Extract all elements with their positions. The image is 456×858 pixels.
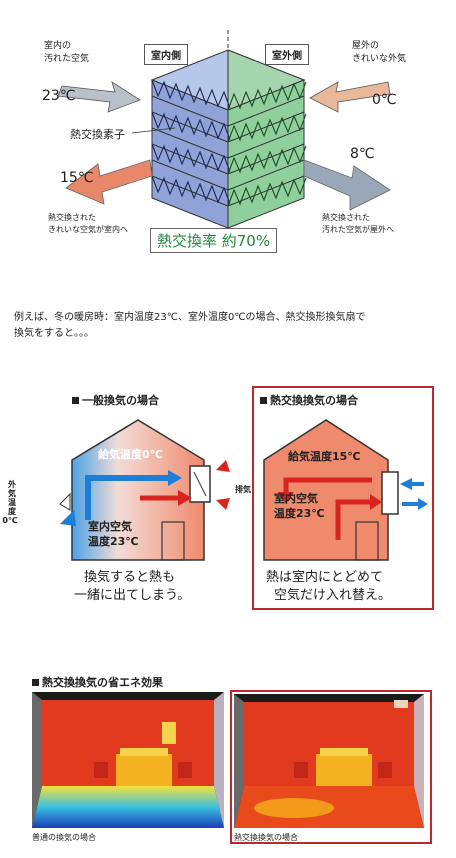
outside-temp-char-1: 外 xyxy=(8,480,16,489)
outside-temp-char-2: 気 xyxy=(8,489,16,498)
general-house: 給気温度0℃ 室内空気 温度23℃ 排気 xyxy=(30,410,251,610)
outside-temp-vertical: 外 気 温 度 0℃ xyxy=(2,480,18,525)
explanation-line1: 例えば、冬の暖房時：室内温度23℃、室外温度0℃の場合、熱交換形換気扇で xyxy=(14,312,366,323)
arrow-outdoor-in xyxy=(309,81,391,113)
outdoor-clean-air-line2: きれいな外気 xyxy=(352,54,407,64)
arrow-dirty-to-outside xyxy=(303,159,391,211)
dirty-air-out-line2: 汚れた空気が屋外へ xyxy=(322,225,394,234)
exchange-caption-line2: 空気だけ入れ替え。 xyxy=(274,588,392,603)
exchange-caption: 熱交換換気の場合 xyxy=(234,833,298,842)
thermal-image-exchange-frame xyxy=(230,690,432,844)
exchange-room-line2: 温度23℃ xyxy=(274,507,325,520)
general-title: 一般換気の場合 xyxy=(72,392,159,408)
general-exhaust-label: 排気 xyxy=(235,485,251,494)
outdoor-clean-air-line1: 屋外の xyxy=(352,41,380,51)
exchange-caption-line1: 熱は室内にとどめて xyxy=(266,570,384,585)
exchange-title: 熱交換換気の場合 xyxy=(260,392,358,408)
exchange-panel xyxy=(252,386,434,610)
temp-0-label: 0℃ xyxy=(372,92,397,108)
exchange-supply-temp: 給気温度15℃ xyxy=(288,450,361,463)
indoor-dirty-air-line1: 室内の xyxy=(44,41,72,51)
general-caption-line1: 換気すると熱も xyxy=(84,570,176,585)
arrow-indoor-in xyxy=(57,81,141,113)
temp-15-label: 15℃ xyxy=(60,170,94,186)
temp-8-label: 8℃ xyxy=(350,146,375,162)
effect-title: 熱交換換気の省エネ効果 xyxy=(32,674,163,690)
explanation-line2: 換気をすると。。。 xyxy=(14,328,94,339)
efficiency-badge: 熱交換率 約70% xyxy=(150,228,278,253)
arrow-clean-to-room xyxy=(65,159,153,205)
general-room-line2: 温度23℃ xyxy=(88,535,139,548)
outside-temp-value: 0℃ xyxy=(2,516,18,525)
clean-air-in-line1: 熱交換された xyxy=(48,213,96,222)
outside-temp-char-4: 度 xyxy=(8,507,16,516)
general-room-line1: 室内空気 xyxy=(88,520,132,533)
temp-23-label: 23℃ xyxy=(42,88,76,104)
general-supply-temp: 給気温度0℃ xyxy=(98,448,163,461)
general-caption-line2: 一緒に出てしまう。 xyxy=(74,588,191,603)
exchange-room-line1: 室内空気 xyxy=(274,492,318,505)
indoor-dirty-air-line2: 汚れた空気 xyxy=(44,54,90,64)
outdoor-side-label: 室外側 xyxy=(265,44,309,65)
heat-exchanger-illustration xyxy=(57,30,391,229)
normal-caption: 普通の換気の場合 xyxy=(32,833,96,842)
outside-temp-char-3: 温 xyxy=(8,498,16,507)
clean-air-in-line2: きれいな空気が室内へ xyxy=(48,225,128,234)
element-label: 熱交換素子 xyxy=(70,128,125,141)
exchange-house: 給気温度15℃ 室内空気 温度23℃ xyxy=(252,410,432,610)
top-diagram: 室内側 室外側 室内の 汚れた空気 屋外の きれいな外気 23℃ 0℃ 15℃ … xyxy=(0,0,456,270)
thermal-image-normal xyxy=(32,692,224,828)
thermal-image-exchange xyxy=(234,694,424,828)
dirty-air-out-line1: 熱交換された xyxy=(322,213,370,222)
indoor-side-label: 室内側 xyxy=(144,44,188,65)
